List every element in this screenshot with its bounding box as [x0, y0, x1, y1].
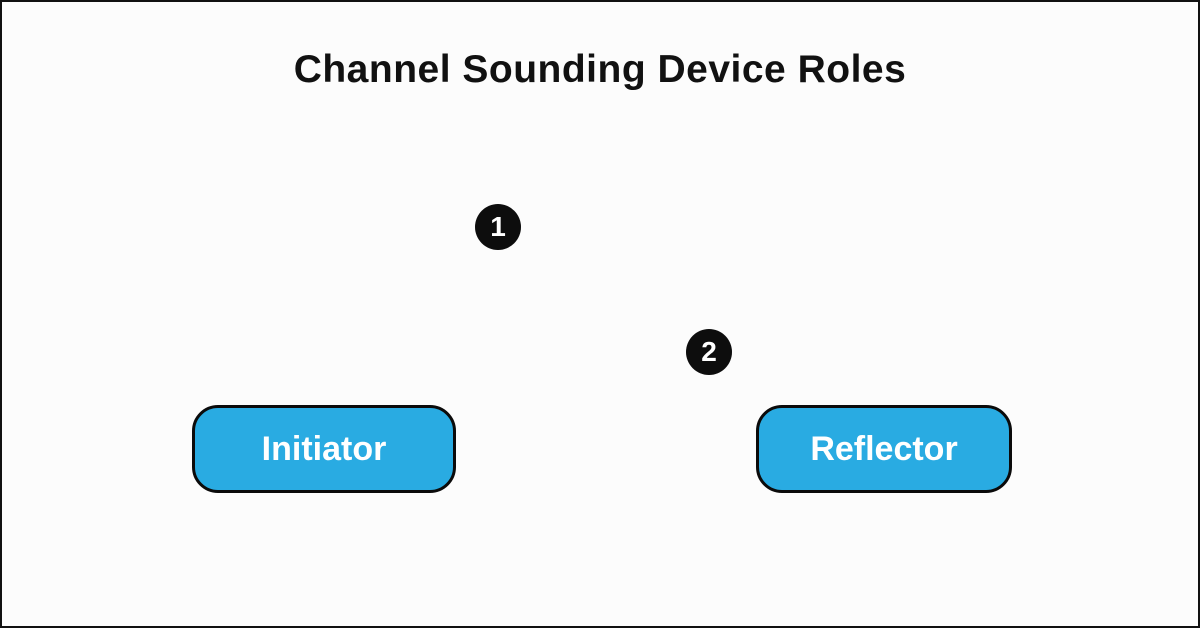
step-marker-1: 1 — [475, 204, 521, 250]
step-marker-2: 2 — [686, 329, 732, 375]
node-initiator: Initiator — [192, 405, 456, 493]
step-marker-1-label: 1 — [490, 211, 506, 242]
node-reflector: Reflector — [756, 405, 1012, 493]
node-reflector-label: Reflector — [810, 429, 958, 468]
node-initiator-label: Initiator — [261, 429, 387, 468]
diagram-title: Channel Sounding Device Roles — [293, 48, 907, 91]
step-marker-2-label: 2 — [701, 336, 717, 367]
